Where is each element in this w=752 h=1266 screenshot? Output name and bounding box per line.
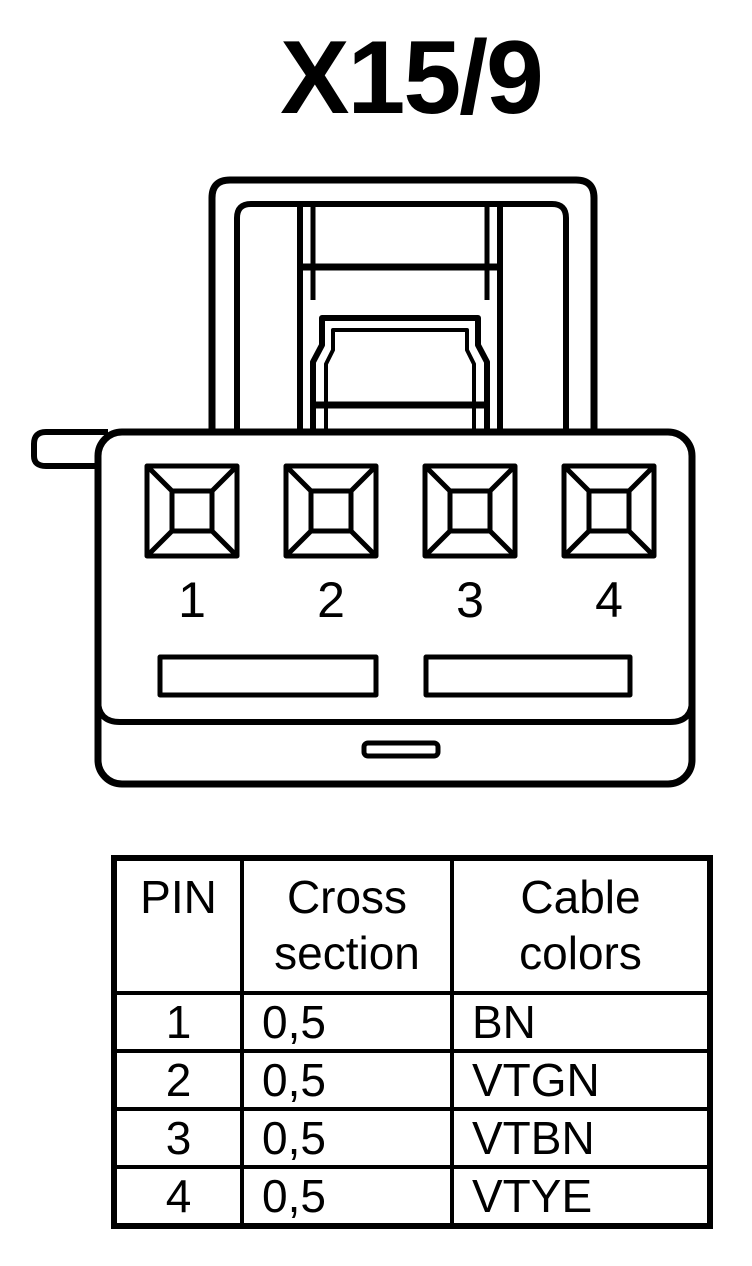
connector-title: X15/9 [280,20,544,136]
coding-slot-left [157,654,379,698]
table-row: 4 0,5 VTYE [112,1165,712,1228]
row-pin: 4 [112,1165,244,1228]
header-cross-section-line2: section [274,927,420,979]
pin-cavity-2 [283,463,379,559]
pin-cavity-3 [422,463,518,559]
latch-outer [208,176,598,433]
header-cross-section: Cross section [240,856,454,995]
pin-assignment-table: PIN Cross section Cable colors 1 0,5 BN … [111,855,713,1229]
coding-slot-right [423,654,633,698]
table-row: 3 0,5 VTBN [112,1107,712,1169]
table-header-row: PIN Cross section Cable colors [112,856,712,995]
table-row: 1 0,5 BN [112,991,712,1053]
row-cable-color: VTGN [450,1049,712,1111]
header-cable-colors-line2: colors [519,927,642,979]
connector-diagram [31,176,696,788]
row-pin: 2 [112,1049,244,1111]
pin-number-1: 1 [178,572,206,628]
row-cross-section: 0,5 [240,1107,454,1169]
row-cross-section: 0,5 [240,991,454,1053]
housing-notch [361,740,441,759]
side-flange [31,429,108,469]
row-cross-section: 0,5 [240,1049,454,1111]
row-cable-color: VTYE [450,1165,712,1228]
table-row: 2 0,5 VTGN [112,1049,712,1111]
header-cable-colors: Cable colors [450,856,712,995]
pin-cavity-4 [561,463,657,559]
pin-number-4: 4 [595,572,623,628]
pin-number-2: 2 [317,572,345,628]
row-pin: 3 [112,1107,244,1169]
row-cross-section: 0,5 [240,1165,454,1228]
row-pin: 1 [112,991,244,1053]
locking-tab [310,315,490,433]
pin-cavity-1 [144,463,240,559]
row-cable-color: VTBN [450,1107,712,1169]
header-pin: PIN [112,856,244,995]
row-cable-color: BN [450,991,712,1053]
header-cross-section-line1: Cross [286,871,408,923]
pin-number-3: 3 [456,572,484,628]
latch-inner [234,201,569,433]
connector-housing [94,428,696,788]
header-cable-colors-line1: Cable [520,871,641,923]
